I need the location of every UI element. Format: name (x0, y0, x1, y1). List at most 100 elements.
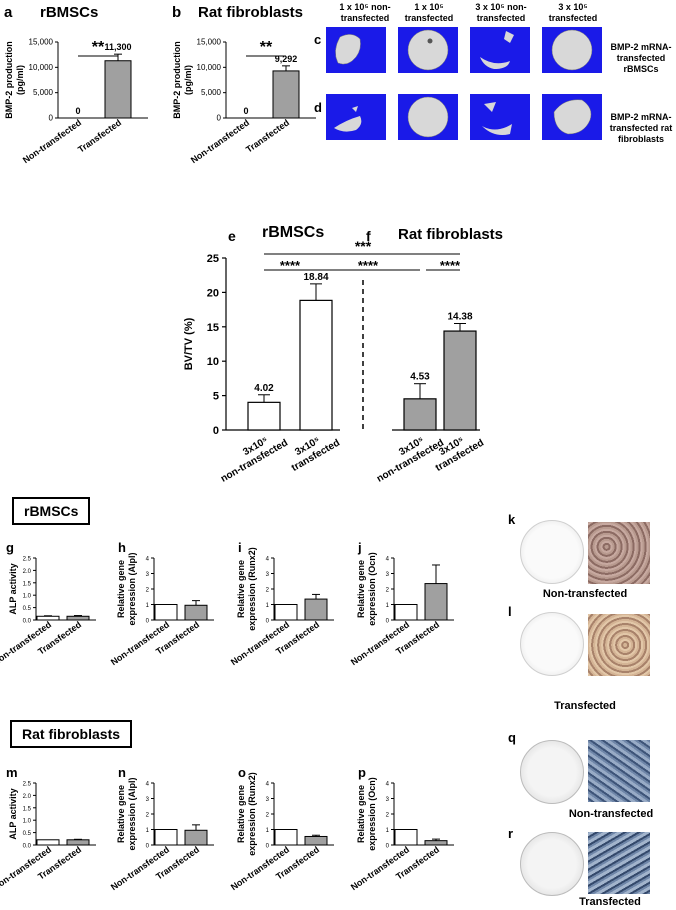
data-label: 0 (243, 106, 248, 116)
significance-marker: **** (280, 258, 301, 273)
panel-letter-q: q (508, 730, 516, 745)
bar (184, 604, 208, 621)
y-tick-label: 0 (266, 844, 270, 850)
y-tick-label: 10 (207, 356, 219, 368)
y-axis-label-line: expression (Alpl) (127, 552, 137, 625)
y-tick-label: 2.5 (23, 782, 32, 788)
x-tick-label: 3x10⁵transfected (284, 427, 342, 474)
y-tick-label: 5 (213, 391, 219, 403)
y-tick-label: 3 (146, 797, 150, 803)
panel-title-b: Rat fibroblasts (198, 4, 304, 21)
y-tick-label: 15,000 (29, 38, 54, 47)
x-tick-label: Transfected (76, 117, 123, 154)
panel-letter-n: n (118, 765, 126, 780)
panel-title-e: rBMSCs (262, 224, 325, 241)
ct-col-header-4: 3 x 10⁵ transfected (548, 2, 598, 23)
panel-letter-c: c (314, 32, 322, 47)
y-tick-label: 5,000 (33, 88, 54, 97)
y-axis-label: Relative geneexpression (Ocn) (356, 552, 377, 626)
bar (154, 829, 178, 846)
y-axis-label: ALP activity (8, 788, 18, 839)
panel-letter-h: h (118, 540, 126, 555)
y-tick-label: 0 (266, 619, 270, 625)
caption-r: Transfected (579, 896, 641, 908)
y-tick-label: 3 (146, 572, 150, 578)
y-axis-label: BMP-2 production(pg/ml) (172, 41, 193, 119)
y-axis-label-line: BMP-2 production (4, 41, 14, 119)
bar (304, 598, 328, 621)
y-tick-label: 0.0 (23, 619, 32, 625)
culture-dish-image (520, 740, 584, 804)
y-axis-label-line: (pg/ml) (15, 65, 25, 95)
y-tick-label: 0.0 (23, 844, 32, 850)
ct-col-header-3: 3 x 10⁵ non-transfected (475, 2, 527, 23)
section-label-rbmscs: rBMSCs (12, 497, 91, 525)
panel-letter-i: i (238, 540, 242, 555)
bar (424, 583, 448, 621)
y-axis-label: Relative geneexpression (Runx2) (236, 547, 257, 631)
bar (36, 615, 60, 621)
y-tick-label: 15 (207, 322, 219, 334)
significance-marker: ** (92, 39, 105, 56)
panel-title-f: Rat fibroblasts (398, 226, 504, 243)
y-axis-label-line: (pg/ml) (183, 65, 193, 95)
panel-letter-d: d (314, 100, 322, 115)
y-tick-label: 3 (386, 797, 390, 803)
bar (66, 839, 90, 846)
microct-image (326, 27, 386, 73)
y-tick-label: 2 (386, 813, 390, 819)
significance-marker: **** (440, 258, 461, 273)
caption-k: Non-transfected (542, 588, 628, 600)
panel-letter-b: b (172, 4, 182, 21)
x-tick-label: 3x10⁵non-transfected (369, 427, 446, 485)
data-label: 11,300 (104, 42, 131, 52)
microct-image (542, 94, 602, 140)
y-tick-label: 1.5 (23, 806, 32, 812)
y-tick-label: 2.0 (23, 794, 32, 800)
panel-letter-r: r (508, 826, 514, 841)
caption-q: Non-transfected (568, 808, 654, 820)
bar (304, 835, 328, 846)
y-tick-label: 1.0 (23, 594, 32, 600)
y-tick-label: 2 (266, 588, 270, 594)
y-tick-label: 2 (146, 813, 150, 819)
y-tick-label: 1.5 (23, 581, 32, 587)
y-tick-label: 1 (266, 603, 270, 609)
bar (184, 829, 208, 846)
significance-marker: *** (355, 238, 372, 254)
bar (247, 401, 281, 431)
y-tick-label: 4 (146, 557, 150, 563)
bar (403, 398, 437, 431)
x-tick-label: Non-transfected (21, 117, 83, 165)
ct-col-header-2: 1 x 10⁵ transfected (404, 2, 454, 23)
bar (66, 615, 90, 621)
microct-image (470, 94, 530, 140)
y-tick-label: 4 (266, 782, 270, 788)
y-tick-label: 25 (207, 253, 219, 265)
panel-letter-f: f (366, 228, 371, 244)
y-tick-label: 0 (386, 619, 390, 625)
y-tick-label: 2 (266, 813, 270, 819)
y-tick-label: 1 (386, 828, 390, 834)
bar (394, 604, 418, 621)
panel-letter-j: j (358, 540, 362, 555)
y-tick-label: 2.5 (23, 557, 32, 563)
y-axis-label-line: expression (Ocn) (367, 777, 377, 851)
section-label-fibroblasts: Rat fibroblasts (10, 720, 133, 748)
bar (424, 840, 448, 846)
y-axis-label-line: Relative gene (236, 560, 246, 618)
caption-l: Transfected (554, 700, 616, 712)
y-axis-label-line: Relative gene (356, 785, 366, 843)
y-tick-label: 1 (266, 828, 270, 834)
y-tick-label: 0 (213, 425, 219, 437)
data-label: 18.84 (303, 272, 328, 283)
panel-letter-p: p (358, 765, 366, 780)
y-tick-label: 0 (386, 844, 390, 850)
y-axis-label-line: Relative gene (116, 785, 126, 843)
